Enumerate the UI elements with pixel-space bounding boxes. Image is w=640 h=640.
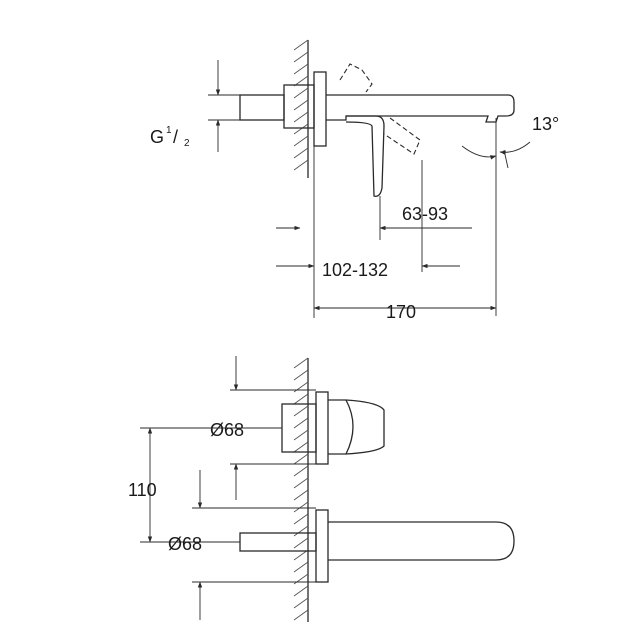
thread-g-label: G: [150, 127, 164, 147]
side-view: 13° G 1 / 2 63-93 102-132 170: [150, 39, 559, 322]
spout-length-label: 170: [386, 302, 416, 322]
thread-denominator: 2: [184, 138, 190, 149]
front-view: Ø68 110 Ø68: [128, 356, 515, 622]
diameter-upper-label: Ø68: [210, 420, 244, 440]
thread-numerator: 1: [166, 125, 172, 136]
wall-hatch-top: [293, 39, 309, 178]
diameter-lower-label: Ø68: [168, 534, 202, 554]
wall-depth-label: 102-132: [322, 260, 388, 280]
angle-label: 13°: [532, 114, 559, 134]
thread-slash: /: [173, 127, 178, 147]
handle-reach-label: 63-93: [402, 204, 448, 224]
center-distance-label: 110: [128, 480, 157, 500]
wall-hatch-bottom: [293, 357, 309, 622]
